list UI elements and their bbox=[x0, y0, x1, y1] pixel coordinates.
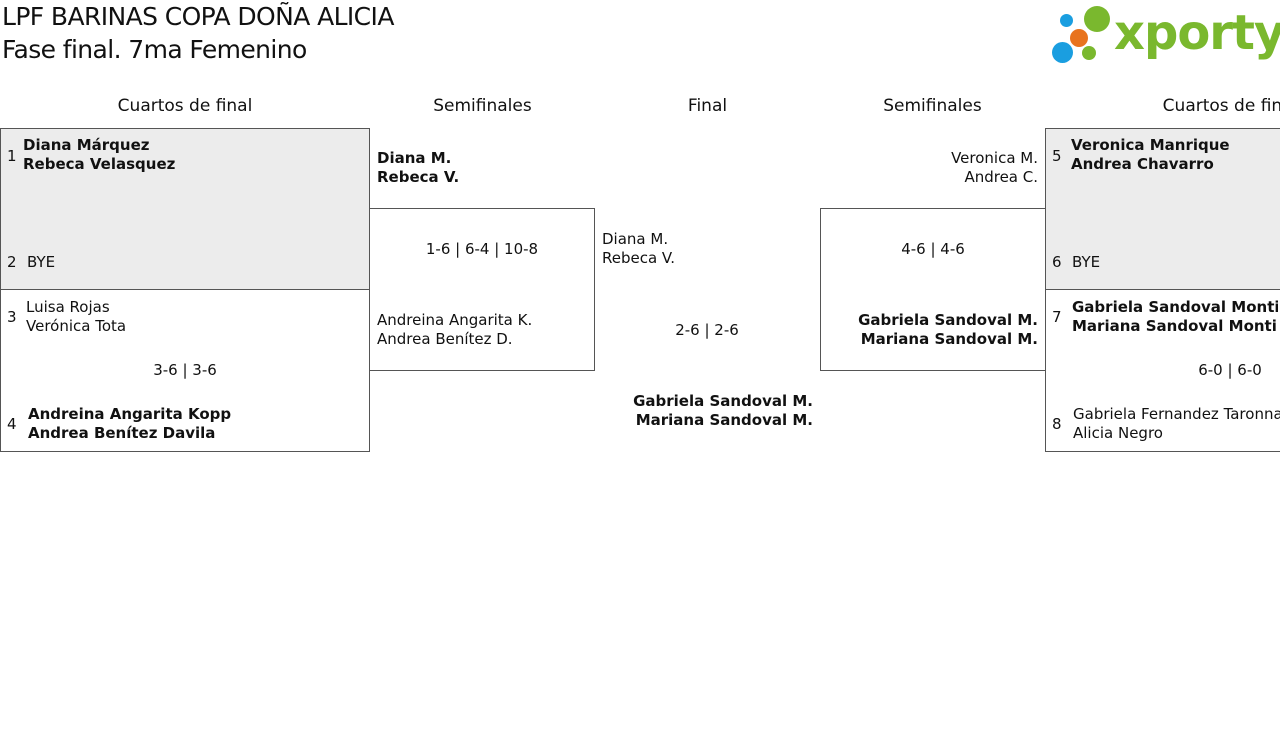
player-name: Diana M. bbox=[377, 149, 452, 167]
player-name: Luisa Rojas bbox=[26, 298, 110, 316]
seed-number: 3 bbox=[7, 308, 17, 326]
champion-name: Gabriela Sandoval M. bbox=[633, 392, 813, 410]
player-name: Veronica M. bbox=[951, 149, 1038, 167]
match-cell-qf4[interactable] bbox=[1045, 289, 1280, 452]
logo-dot-orange bbox=[1070, 29, 1088, 47]
match-score: 1-6 | 6-4 | 10-8 bbox=[425, 240, 539, 258]
player-name: Andrea Benítez D. bbox=[377, 330, 513, 348]
round-header-left-qf: Cuartos de final bbox=[117, 96, 253, 116]
player-name: Andrea Chavarro bbox=[1071, 155, 1214, 173]
round-header-final: Final bbox=[687, 96, 728, 116]
match-score: 4-6 | 4-6 bbox=[901, 240, 965, 258]
player-name: Andreina Angarita Kopp bbox=[28, 405, 232, 423]
logo-dot-blue bbox=[1060, 14, 1073, 27]
seed-number: 8 bbox=[1052, 415, 1062, 433]
champion-name: Mariana Sandoval M. bbox=[635, 411, 813, 429]
player-name: Andrea C. bbox=[964, 168, 1038, 186]
player-name: Gabriela Sandoval Montilla bbox=[1072, 298, 1278, 316]
seed-number: 6 bbox=[1052, 253, 1062, 271]
seed-number: 4 bbox=[7, 415, 17, 433]
player-name: Andrea Benítez Davila bbox=[28, 424, 216, 442]
match-score: 3-6 | 3-6 bbox=[153, 361, 217, 379]
logo-dot-green-small bbox=[1082, 46, 1096, 60]
player-name: Rebeca V. bbox=[377, 168, 460, 186]
match-score: 6-0 | 6-0 bbox=[1198, 361, 1262, 379]
tournament-subtitle: Fase final. 7ma Femenino bbox=[2, 35, 307, 64]
match-cell-sf-left[interactable] bbox=[369, 208, 595, 371]
player-name: Alicia Negro bbox=[1073, 424, 1163, 442]
round-header-right-qf: Cuartos de final bbox=[1162, 96, 1280, 116]
logo-dot-green bbox=[1084, 6, 1110, 32]
round-header-left-sf: Semifinales bbox=[433, 96, 532, 116]
match-cell-qf1[interactable] bbox=[0, 128, 370, 290]
tournament-title: LPF BARINAS COPA DOÑA ALICIA bbox=[2, 2, 394, 31]
player-name: Rebeca Velasquez bbox=[23, 155, 176, 173]
player-name: BYE bbox=[1072, 253, 1101, 271]
player-name: Gabriela Fernandez Taronna bbox=[1073, 405, 1280, 423]
player-name: BYE bbox=[27, 253, 56, 271]
logo-text: xporty bbox=[1114, 5, 1280, 61]
player-name: Rebeca V. bbox=[602, 249, 676, 267]
player-name: Diana Márquez bbox=[23, 136, 150, 154]
player-name: Mariana Sandoval Montilla bbox=[1072, 317, 1278, 335]
player-name: Andreina Angarita K. bbox=[377, 311, 533, 329]
seed-number: 2 bbox=[7, 253, 17, 271]
player-name: Verónica Tota bbox=[26, 317, 127, 335]
round-header-right-sf: Semifinales bbox=[883, 96, 982, 116]
logo-dot-blue-large bbox=[1052, 42, 1073, 63]
player-name: Mariana Sandoval M. bbox=[860, 330, 1038, 348]
seed-number: 7 bbox=[1052, 308, 1062, 326]
xporty-logo[interactable]: xporty bbox=[1052, 4, 1280, 68]
match-cell-qf3[interactable] bbox=[1045, 128, 1280, 290]
final-score: 2-6 | 2-6 bbox=[675, 321, 739, 339]
player-name: Veronica Manrique bbox=[1071, 136, 1230, 154]
seed-number: 1 bbox=[7, 147, 17, 165]
player-name: Gabriela Sandoval M. bbox=[858, 311, 1038, 329]
player-name: Diana M. bbox=[602, 230, 669, 248]
seed-number: 5 bbox=[1052, 147, 1062, 165]
